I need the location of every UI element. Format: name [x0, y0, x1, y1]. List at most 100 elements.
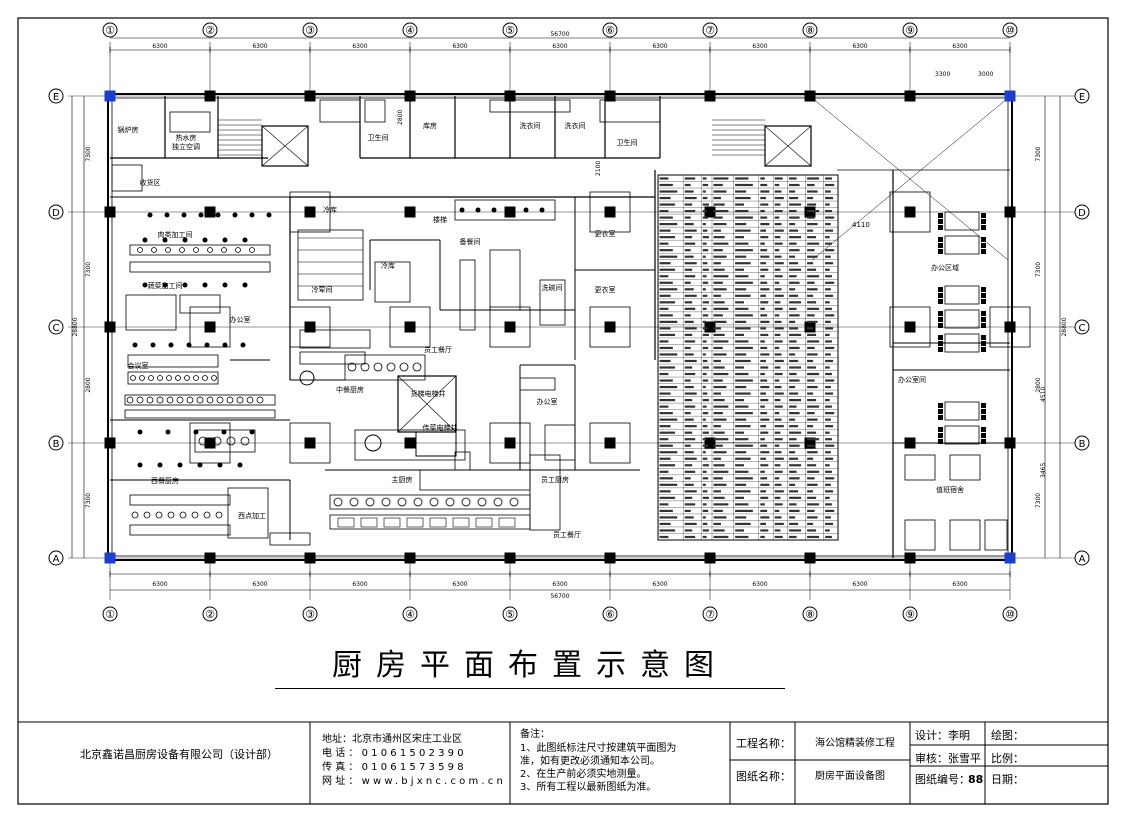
- table-cell-text: [760, 496, 769, 499]
- table-cell-text: [760, 333, 769, 337]
- chair: [981, 225, 986, 230]
- burner: [509, 497, 519, 507]
- table-cell-text: [760, 385, 770, 389]
- table-cell-text: [659, 190, 678, 193]
- fixture: [222, 342, 228, 348]
- table-cell-text: [735, 340, 749, 343]
- table-cell-text: [702, 242, 707, 245]
- table-cell-text: [702, 268, 709, 271]
- structural-column: [404, 437, 416, 449]
- chair: [981, 293, 986, 298]
- burner: [155, 511, 163, 519]
- lift-shaft: [764, 125, 812, 167]
- shelf-unit: [519, 377, 556, 391]
- table-cell-text: [760, 431, 769, 434]
- table-cell-text: [702, 412, 709, 415]
- chair: [981, 347, 986, 352]
- table-cell-text: [713, 177, 729, 180]
- table-cell-text: [774, 177, 783, 180]
- table-cell-text: [760, 346, 768, 350]
- table-cell-text: [774, 483, 782, 486]
- designer: 设计：李明: [915, 729, 970, 742]
- chair: [938, 317, 943, 322]
- burner: [493, 497, 503, 507]
- table-cell-text: [807, 177, 820, 180]
- bench: [299, 351, 366, 365]
- table-cell-text: [735, 451, 747, 454]
- grid-bubble-top: [1002, 22, 1018, 38]
- table-cell-text: [659, 431, 676, 434]
- table-cell-text: [713, 236, 725, 239]
- fixture: [491, 207, 497, 213]
- table-cell-text: [684, 535, 696, 539]
- grid-col-label: ⑤: [505, 24, 515, 37]
- room-label-lift: 货梯电梯井: [411, 389, 446, 398]
- chair: [938, 433, 943, 438]
- table-cell-text: [825, 196, 834, 200]
- room-label-cold: 冷库: [323, 205, 337, 214]
- prep-counter: [454, 199, 556, 221]
- table-cell-text: [807, 398, 817, 402]
- table-cell-text: [774, 431, 781, 434]
- chair: [981, 311, 986, 316]
- table-cell-text: [702, 496, 709, 499]
- table-cell-text: [760, 301, 769, 304]
- bakery-block: [227, 487, 269, 539]
- table-cell-text: [659, 177, 669, 180]
- table-cell-text: [774, 477, 780, 480]
- burner: [211, 375, 217, 381]
- table-cell-text: [713, 372, 729, 376]
- table-cell-text: [659, 281, 673, 284]
- fixture: [202, 237, 208, 243]
- fixture: [164, 212, 170, 218]
- table-cell-text: [825, 320, 831, 323]
- table-cell-text: [760, 438, 765, 441]
- table-cell-text: [702, 327, 708, 330]
- structural-column: [804, 552, 816, 564]
- table-cell-text: [659, 301, 676, 304]
- room-label-staffkitchen: 员工餐厅: [553, 530, 581, 539]
- burner: [139, 375, 145, 381]
- table-cell-text: [789, 496, 802, 499]
- span-label: 6300: [452, 581, 467, 588]
- table-cell-text: [825, 353, 831, 356]
- structural-column: [304, 552, 316, 564]
- table-cell-text: [713, 438, 729, 441]
- chair: [938, 323, 943, 328]
- sink-block: [125, 294, 177, 331]
- fixture: [157, 462, 163, 468]
- chair: [938, 403, 943, 408]
- table-cell-text: [774, 412, 780, 415]
- room-label-dish: 洗碗间: [542, 283, 563, 292]
- fixture: [249, 212, 255, 218]
- table-cell-text: [807, 346, 815, 350]
- table-cell-text: [684, 190, 694, 193]
- table-cell-text: [789, 516, 796, 519]
- table-cell-text: [735, 177, 749, 180]
- table-cell-text: [807, 223, 818, 226]
- table-cell-text: [684, 301, 693, 304]
- table-cell-text: [774, 464, 781, 467]
- room-label-coldstore: 冷库: [381, 261, 395, 270]
- table-cell-text: [735, 412, 753, 415]
- grid-row-label: C: [53, 323, 60, 334]
- table-cell-text: [825, 340, 832, 343]
- structural-column: [104, 552, 116, 564]
- table-cell-text: [825, 249, 835, 252]
- table-cell-text: [760, 470, 765, 473]
- chair: [938, 311, 943, 316]
- table-cell-text: [789, 340, 797, 343]
- table-cell-text: [713, 470, 729, 473]
- fixture: [240, 342, 246, 348]
- span-label: 6300: [552, 43, 567, 50]
- table-cell-text: [807, 535, 820, 539]
- reviewer: 审核：张雪平: [915, 752, 981, 765]
- table-cell-text: [774, 320, 782, 323]
- table-cell-text: [659, 242, 669, 245]
- table-cell-text: [659, 229, 671, 232]
- table-cell-text: [735, 242, 749, 245]
- table-cell-text: [702, 457, 708, 460]
- table-cell-text: [702, 451, 706, 454]
- table-cell-text: [760, 314, 768, 317]
- table-cell-text: [713, 379, 723, 382]
